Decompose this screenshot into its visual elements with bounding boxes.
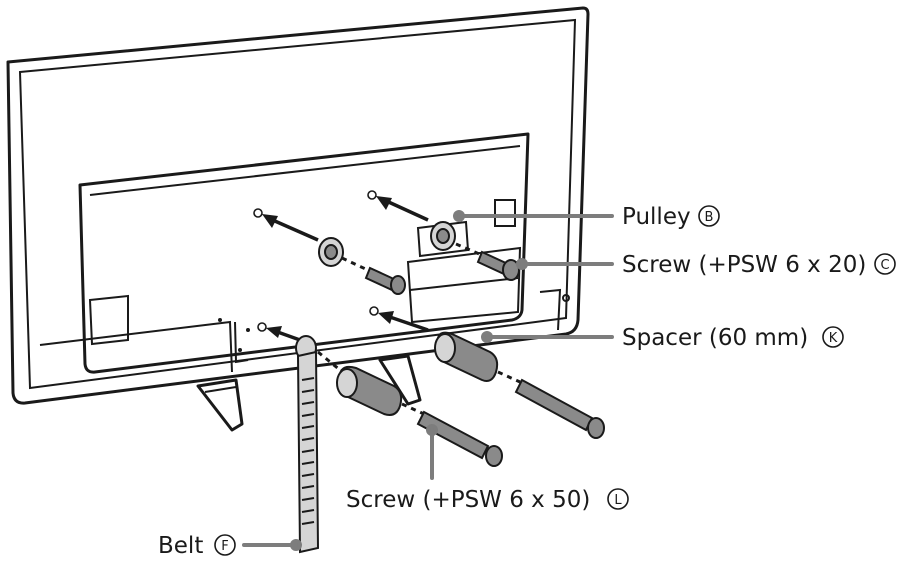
screw-right-upper bbox=[476, 250, 520, 281]
tv-stand-feet bbox=[196, 354, 422, 432]
label-pulley-code: B bbox=[705, 210, 714, 225]
pulley-left bbox=[318, 237, 344, 267]
circled-letter-l-icon bbox=[607, 488, 629, 510]
label-spacer-text: Spacer (60 mm) bbox=[622, 325, 808, 351]
screw-left-upper bbox=[364, 266, 406, 295]
tv-back-panel bbox=[6, 6, 590, 405]
label-belt: Belt F bbox=[158, 533, 236, 559]
leader-spacer bbox=[481, 331, 614, 343]
circled-letter-k-icon bbox=[822, 326, 844, 348]
circled-letter-c-icon bbox=[874, 253, 896, 275]
screw-right-long bbox=[514, 378, 605, 439]
label-screw-c-text: Screw (+PSW 6 x 20) bbox=[622, 252, 866, 278]
label-spacer: Spacer (60 mm) K bbox=[622, 325, 844, 351]
belt bbox=[295, 335, 320, 554]
label-spacer-code: K bbox=[829, 331, 838, 346]
label-screw-l: Screw (+PSW 6 x 50) L bbox=[346, 487, 629, 513]
spacer-right bbox=[434, 331, 499, 382]
label-belt-code: F bbox=[221, 539, 228, 554]
label-belt-text: Belt bbox=[158, 533, 203, 559]
label-screw-c-code: C bbox=[880, 258, 889, 273]
pulley-right bbox=[416, 220, 470, 258]
insertion-arrows bbox=[262, 196, 429, 342]
circled-letter-b-icon bbox=[698, 205, 720, 227]
leader-belt bbox=[242, 539, 302, 551]
mounting-holes bbox=[253, 190, 379, 332]
leader-screw-l bbox=[426, 424, 438, 480]
screw-left-long bbox=[416, 410, 503, 467]
circled-letter-f-icon bbox=[214, 534, 236, 556]
label-pulley: Pulley B bbox=[622, 204, 720, 230]
spacer-left bbox=[336, 365, 403, 416]
label-screw-c: Screw (+PSW 6 x 20) C bbox=[622, 252, 896, 278]
label-screw-l-code: L bbox=[614, 493, 622, 508]
label-screw-l-text: Screw (+PSW 6 x 50) bbox=[346, 487, 590, 513]
leader-screw-c bbox=[516, 258, 614, 270]
leader-pulley bbox=[453, 210, 614, 222]
label-pulley-text: Pulley bbox=[622, 204, 691, 230]
